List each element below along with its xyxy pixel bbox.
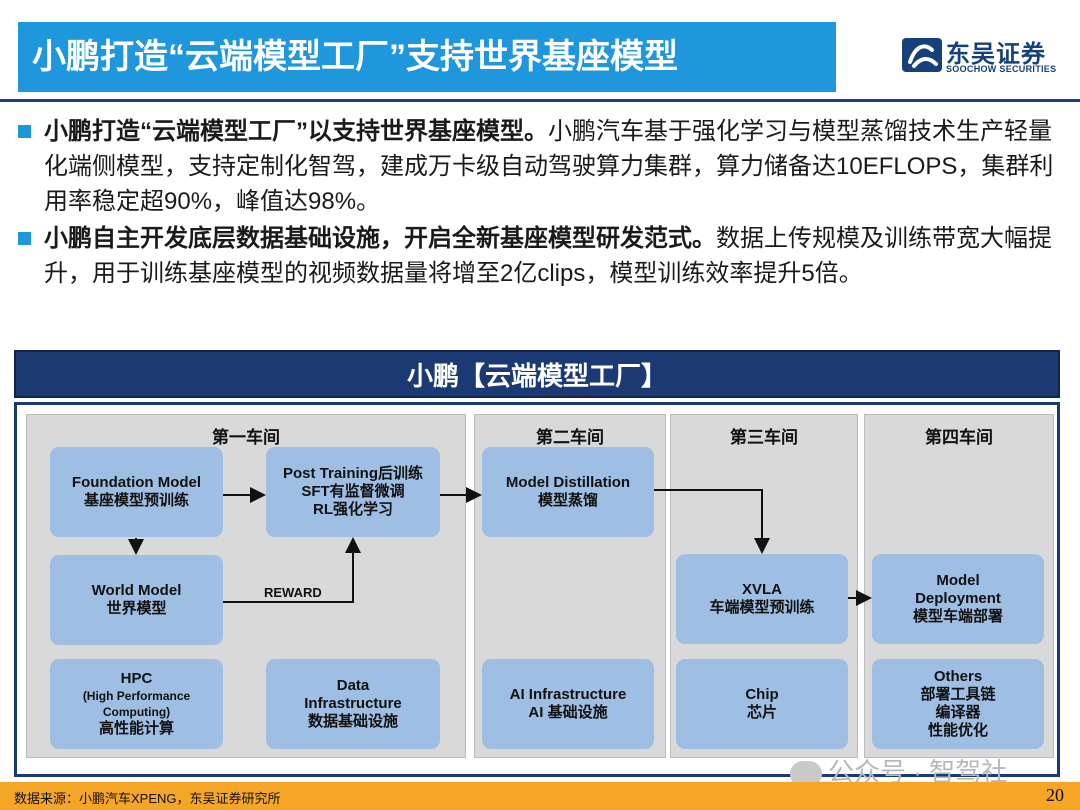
page-number: 20 <box>1046 785 1064 805</box>
hpc-full-1: (High Performance <box>82 689 191 703</box>
workshop-1-label: 第一车间 <box>212 428 280 447</box>
post-training-title: Post Training后训练 <box>282 465 423 482</box>
data-infra-l1: Data <box>336 677 370 694</box>
ai-infra-cn: AI 基础设施 <box>528 704 608 721</box>
deployment-cn: 模型车端部署 <box>912 608 1003 625</box>
footer-source: 数据来源：小鹏汽车XPENG，东吴证券研究所 <box>14 791 281 806</box>
bullet-list: 小鹏打造“云端模型工厂”以支持世界基座模型。小鹏汽车基于强化学习与模型蒸馏技术生… <box>14 114 1072 293</box>
distillation-cn: 模型蒸馏 <box>537 492 598 509</box>
ai-infrastructure-box: AI Infrastructure AI 基础设施 <box>482 659 654 749</box>
hpc-box: HPC (High Performance Computing) 高性能计算 <box>50 659 223 749</box>
xvla-box: XVLA 车端模型预训练 <box>676 554 848 644</box>
workshop-2-label: 第二车间 <box>536 428 604 447</box>
others-optimization: 性能优化 <box>927 722 988 739</box>
header-divider <box>0 99 1080 102</box>
others-title: Others <box>933 668 983 685</box>
hpc-cn: 高性能计算 <box>98 720 174 737</box>
reward-label: REWARD <box>264 585 322 600</box>
bullet-heading: 小鹏自主开发底层数据基础设施，开启全新基座模型研发范式。 <box>44 225 716 252</box>
foundation-model-en: Foundation Model <box>71 474 202 491</box>
data-infra-l2: Infrastructure <box>304 695 402 712</box>
chip-en: Chip <box>745 686 779 703</box>
bullet-item: 小鹏打造“云端模型工厂”以支持世界基座模型。小鹏汽车基于强化学习与模型蒸馏技术生… <box>14 114 1072 219</box>
others-box: Others 部署工具链 编译器 性能优化 <box>872 659 1044 749</box>
post-training-rl: RL强化学习 <box>313 501 393 518</box>
logo-en-text: SOOCHOW SECURITIES <box>946 64 1057 74</box>
world-model-box: World Model 世界模型 <box>50 555 223 645</box>
soochow-logo-icon <box>902 38 942 72</box>
bullet-heading: 小鹏打造“云端模型工厂”以支持世界基座模型。 <box>44 118 548 145</box>
model-deployment-box: Model Deployment 模型车端部署 <box>872 554 1044 644</box>
workshop-4-label: 第四车间 <box>925 428 993 447</box>
hpc-title: HPC <box>120 670 153 687</box>
ai-infra-en: AI Infrastructure <box>509 686 627 703</box>
foundation-model-box: Foundation Model 基座模型预训练 <box>50 447 223 537</box>
logo-cn-text: 东吴证券 <box>946 41 1046 68</box>
brand-logo: 东吴证券 SOOCHOW SECURITIES <box>902 34 1072 78</box>
post-training-sft: SFT有监督微调 <box>301 483 405 500</box>
workshop-3-label: 第三车间 <box>730 428 798 447</box>
bullet-text: 小鹏汽车基于强化学习与模型蒸馏技术生产轻量化端侧模型，支持定制化智驾，建成万卡级… <box>44 118 1054 215</box>
page-title: 小鹏打造“云端模型工厂”支持世界基座模型 <box>18 22 836 92</box>
foundation-model-cn: 基座模型预训练 <box>83 492 189 509</box>
model-factory-diagram: 小鹏【云端模型工厂】 第一车间 第二车间 第三车间 第四车间 Foundatio… <box>14 350 1064 777</box>
hpc-full-2: Computing) <box>102 705 171 719</box>
model-distillation-box: Model Distillation 模型蒸馏 <box>482 447 654 537</box>
others-toolchain: 部署工具链 <box>920 686 996 703</box>
diagram-title: 小鹏【云端模型工厂】 <box>14 350 1060 398</box>
deployment-l2: Deployment <box>915 590 1001 607</box>
world-model-cn: 世界模型 <box>106 600 167 617</box>
chip-box: Chip 芯片 <box>676 659 848 749</box>
world-model-en: World Model <box>91 582 182 599</box>
chip-cn: 芯片 <box>746 704 777 721</box>
bullet-item: 小鹏自主开发底层数据基础设施，开启全新基座模型研发范式。数据上传规模及训练带宽大… <box>14 221 1072 291</box>
bullet-square-icon <box>18 232 31 245</box>
data-infrastructure-box: Data Infrastructure 数据基础设施 <box>266 659 440 749</box>
others-compiler: 编译器 <box>935 704 981 721</box>
bullet-square-icon <box>18 125 31 138</box>
data-infra-cn: 数据基础设施 <box>307 713 398 730</box>
xvla-cn: 车端模型预训练 <box>709 599 815 616</box>
footer-bar: 数据来源：小鹏汽车XPENG，东吴证券研究所 20 <box>0 782 1080 810</box>
post-training-box: Post Training后训练 SFT有监督微调 RL强化学习 <box>266 447 440 537</box>
xvla-title: XVLA <box>741 581 782 598</box>
bullet-text: 数据上传规模及训练带宽大幅提升，用于训练基座模型的视频数据量将增至2亿clips… <box>44 225 1052 287</box>
deployment-l1: Model <box>936 572 980 589</box>
distillation-en: Model Distillation <box>505 474 631 491</box>
